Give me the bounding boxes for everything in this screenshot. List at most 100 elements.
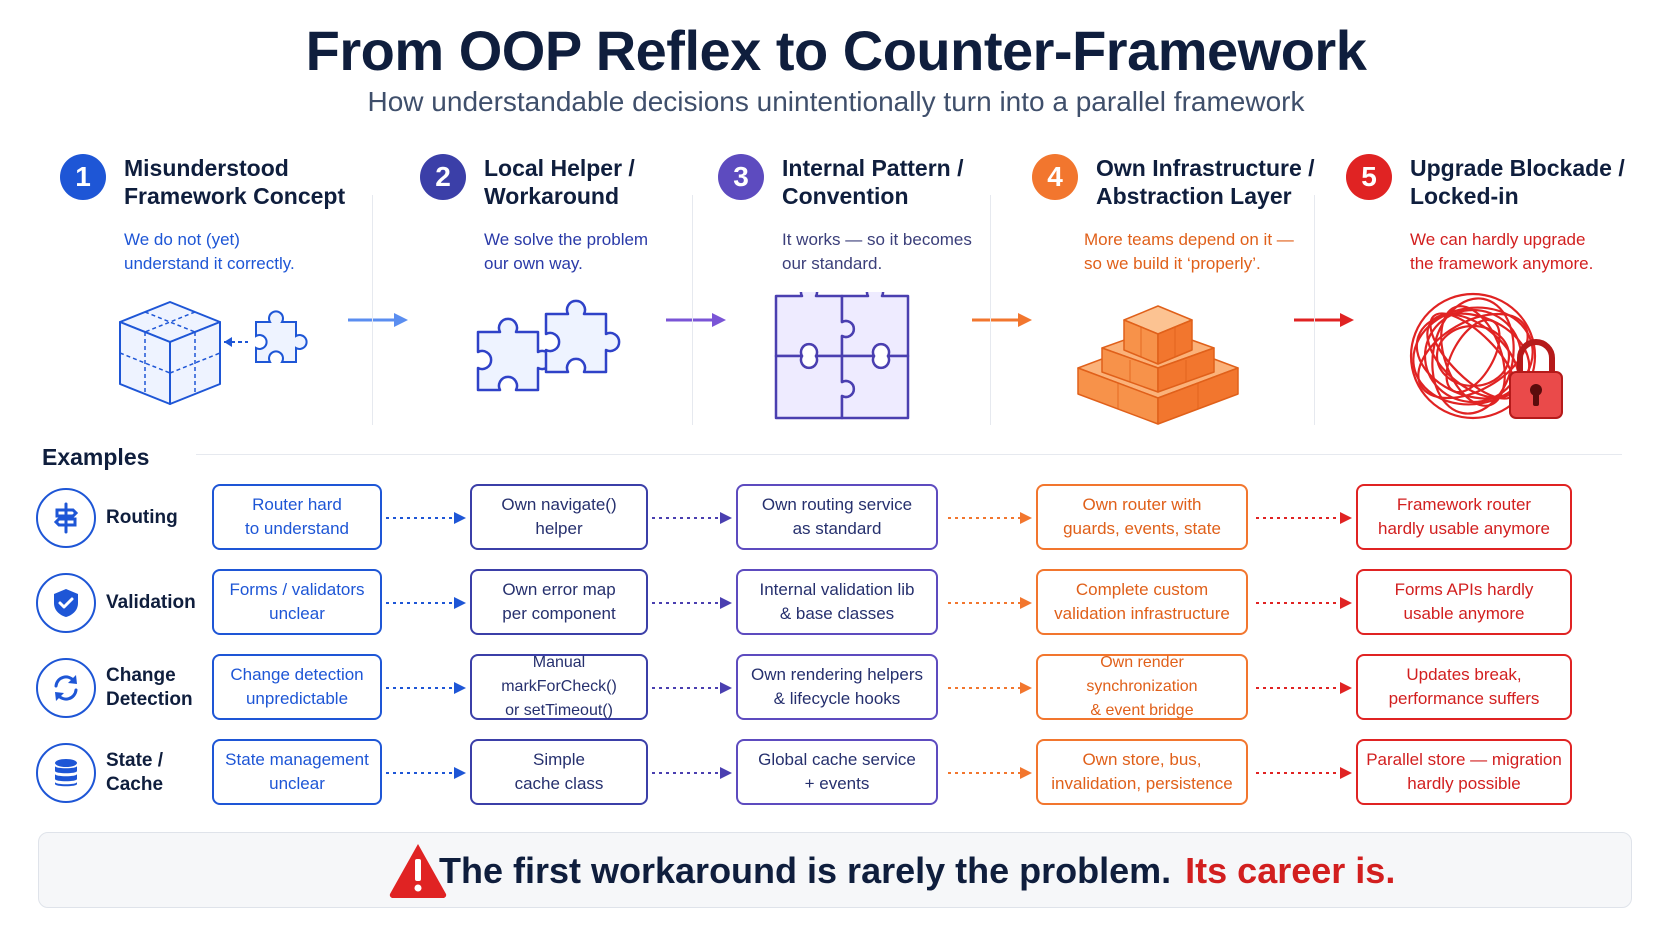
stage-title-line: Locked-in	[1410, 183, 1519, 209]
dotted-arrow	[652, 512, 732, 524]
cell-line: Own store, bus,	[1082, 750, 1202, 769]
cell-line: validation infrastructure	[1054, 604, 1230, 623]
examples-heading: Examples	[42, 444, 150, 470]
stage-title-line: Convention	[782, 183, 909, 209]
example-cell: Internal validation lib & base classes	[736, 569, 938, 635]
conclusion-main: The first workaround is rarely the probl…	[439, 850, 1172, 891]
cell-line: guards, events, state	[1063, 519, 1221, 538]
dotted-arrow	[1256, 597, 1352, 609]
dotted-arrow	[948, 767, 1032, 779]
cell-line: Own router with	[1082, 495, 1202, 514]
cell-line: Manual markForCheck()	[501, 654, 617, 695]
cell-line: Change detection	[230, 665, 364, 684]
cell-line: or setTimeout()	[505, 702, 613, 719]
example-cell: Own store, bus,invalidation, persistence	[1036, 739, 1248, 805]
divider	[1314, 195, 1315, 425]
cell-line: Internal validation lib	[759, 580, 915, 599]
example-cell: Forms / validators unclear	[212, 569, 382, 635]
stage-title-line: Misunderstood	[124, 155, 289, 181]
stage-title: Misunderstood Framework Concept	[124, 154, 364, 210]
stage-description: We solve the problem our own way.	[484, 228, 724, 276]
stage-desc-line: More teams depend on it —	[1084, 230, 1294, 249]
stage-title-line: Framework Concept	[124, 183, 346, 209]
example-cell: Parallel store — migration hardly possibl…	[1356, 739, 1572, 805]
row-label-line: State / Cache	[106, 750, 164, 795]
divider	[692, 195, 693, 425]
row-label-line: Validation	[106, 592, 196, 613]
stage-title: Own Infrastructure / Abstraction Layer	[1096, 154, 1336, 210]
dotted-arrow	[948, 597, 1032, 609]
cell-line: hardly possible	[1407, 774, 1521, 793]
cell-line: & base classes	[779, 604, 895, 623]
cell-line: & lifecycle hooks	[773, 689, 901, 708]
puzzle-pair-icon	[474, 292, 634, 407]
row-label: Routing	[106, 484, 202, 552]
example-row-validation: Validation Forms / validators unclear Own…	[0, 569, 1672, 637]
cell-line: as standard	[792, 519, 882, 538]
row-label-line: Routing	[106, 507, 178, 528]
row-label: Validation	[106, 569, 202, 637]
signpost-icon	[36, 488, 96, 548]
cell-line: Own render synchronization	[1086, 654, 1198, 695]
cell-line: Parallel store — migration	[1366, 750, 1562, 769]
cell-line: cache class	[514, 774, 604, 793]
stage-title: Internal Pattern / Convention	[782, 154, 1022, 210]
shield-check-icon	[36, 573, 96, 633]
example-cell: Own rendering helpers& lifecycle hooks	[736, 654, 938, 720]
warning-icon	[387, 841, 449, 904]
dotted-arrow	[386, 682, 466, 694]
dotted-arrow	[1256, 512, 1352, 524]
example-cell: Own routing service as standard	[736, 484, 938, 550]
cube-puzzle-icon	[116, 292, 316, 417]
dotted-arrow	[948, 682, 1032, 694]
cell-line: Simple	[533, 750, 585, 769]
stage-arrow	[346, 310, 410, 335]
cell-line: per component	[502, 604, 616, 623]
cell-line: usable anymore	[1403, 604, 1525, 623]
stage-desc-line: We solve the problem	[484, 230, 649, 249]
dotted-arrow	[652, 767, 732, 779]
cell-line: Own routing service	[761, 495, 913, 514]
stage-arrow	[1292, 310, 1356, 335]
row-label-line: Change	[106, 665, 176, 686]
stage-description: We can hardly upgrade the framework anym…	[1410, 228, 1650, 276]
cell-line: Forms / validators	[229, 580, 365, 599]
stage-desc-line: our standard.	[782, 254, 883, 273]
example-cell: Own render synchronization& event bridge	[1036, 654, 1248, 720]
stage-description: More teams depend on it — so we build it…	[1084, 228, 1344, 276]
conclusion-accent: Its career is.	[1185, 850, 1396, 891]
example-cell: Simple cache class	[470, 739, 648, 805]
stage-title-line: Workaround	[484, 183, 620, 209]
cell-line: unclear	[269, 604, 325, 623]
stage-number-badge: 3	[718, 154, 764, 200]
cell-line: Framework router	[1396, 495, 1532, 514]
stage-title-line: Local Helper /	[484, 155, 635, 181]
dotted-arrow	[386, 512, 466, 524]
stage-title: Upgrade Blockade / Locked-in	[1410, 154, 1650, 210]
page-title: From OOP Reflex to Counter-Framework	[305, 19, 1367, 82]
cell-line: hardly usable anymore	[1378, 519, 1550, 538]
cell-line: + events	[804, 774, 870, 793]
stacked-blocks-icon	[1074, 288, 1244, 433]
stage-number-badge: 2	[420, 154, 466, 200]
example-cell: Updates break,performance suffers	[1356, 654, 1572, 720]
puzzle-grid-icon	[772, 282, 942, 427]
dotted-arrow	[652, 682, 732, 694]
stage-title-line: Upgrade Blockade /	[1410, 155, 1625, 181]
example-cell: Framework router hardly usable anymore	[1356, 484, 1572, 550]
divider	[990, 195, 991, 425]
cell-line: Complete custom	[1075, 580, 1209, 599]
dotted-arrow	[386, 767, 466, 779]
stage-arrow	[664, 310, 728, 335]
dotted-arrow	[1256, 767, 1352, 779]
cell-line: to understand	[245, 519, 349, 538]
example-cell: Own router with guards, events, state	[1036, 484, 1248, 550]
page-subtitle: How understandable decisions unintention…	[367, 86, 1305, 117]
